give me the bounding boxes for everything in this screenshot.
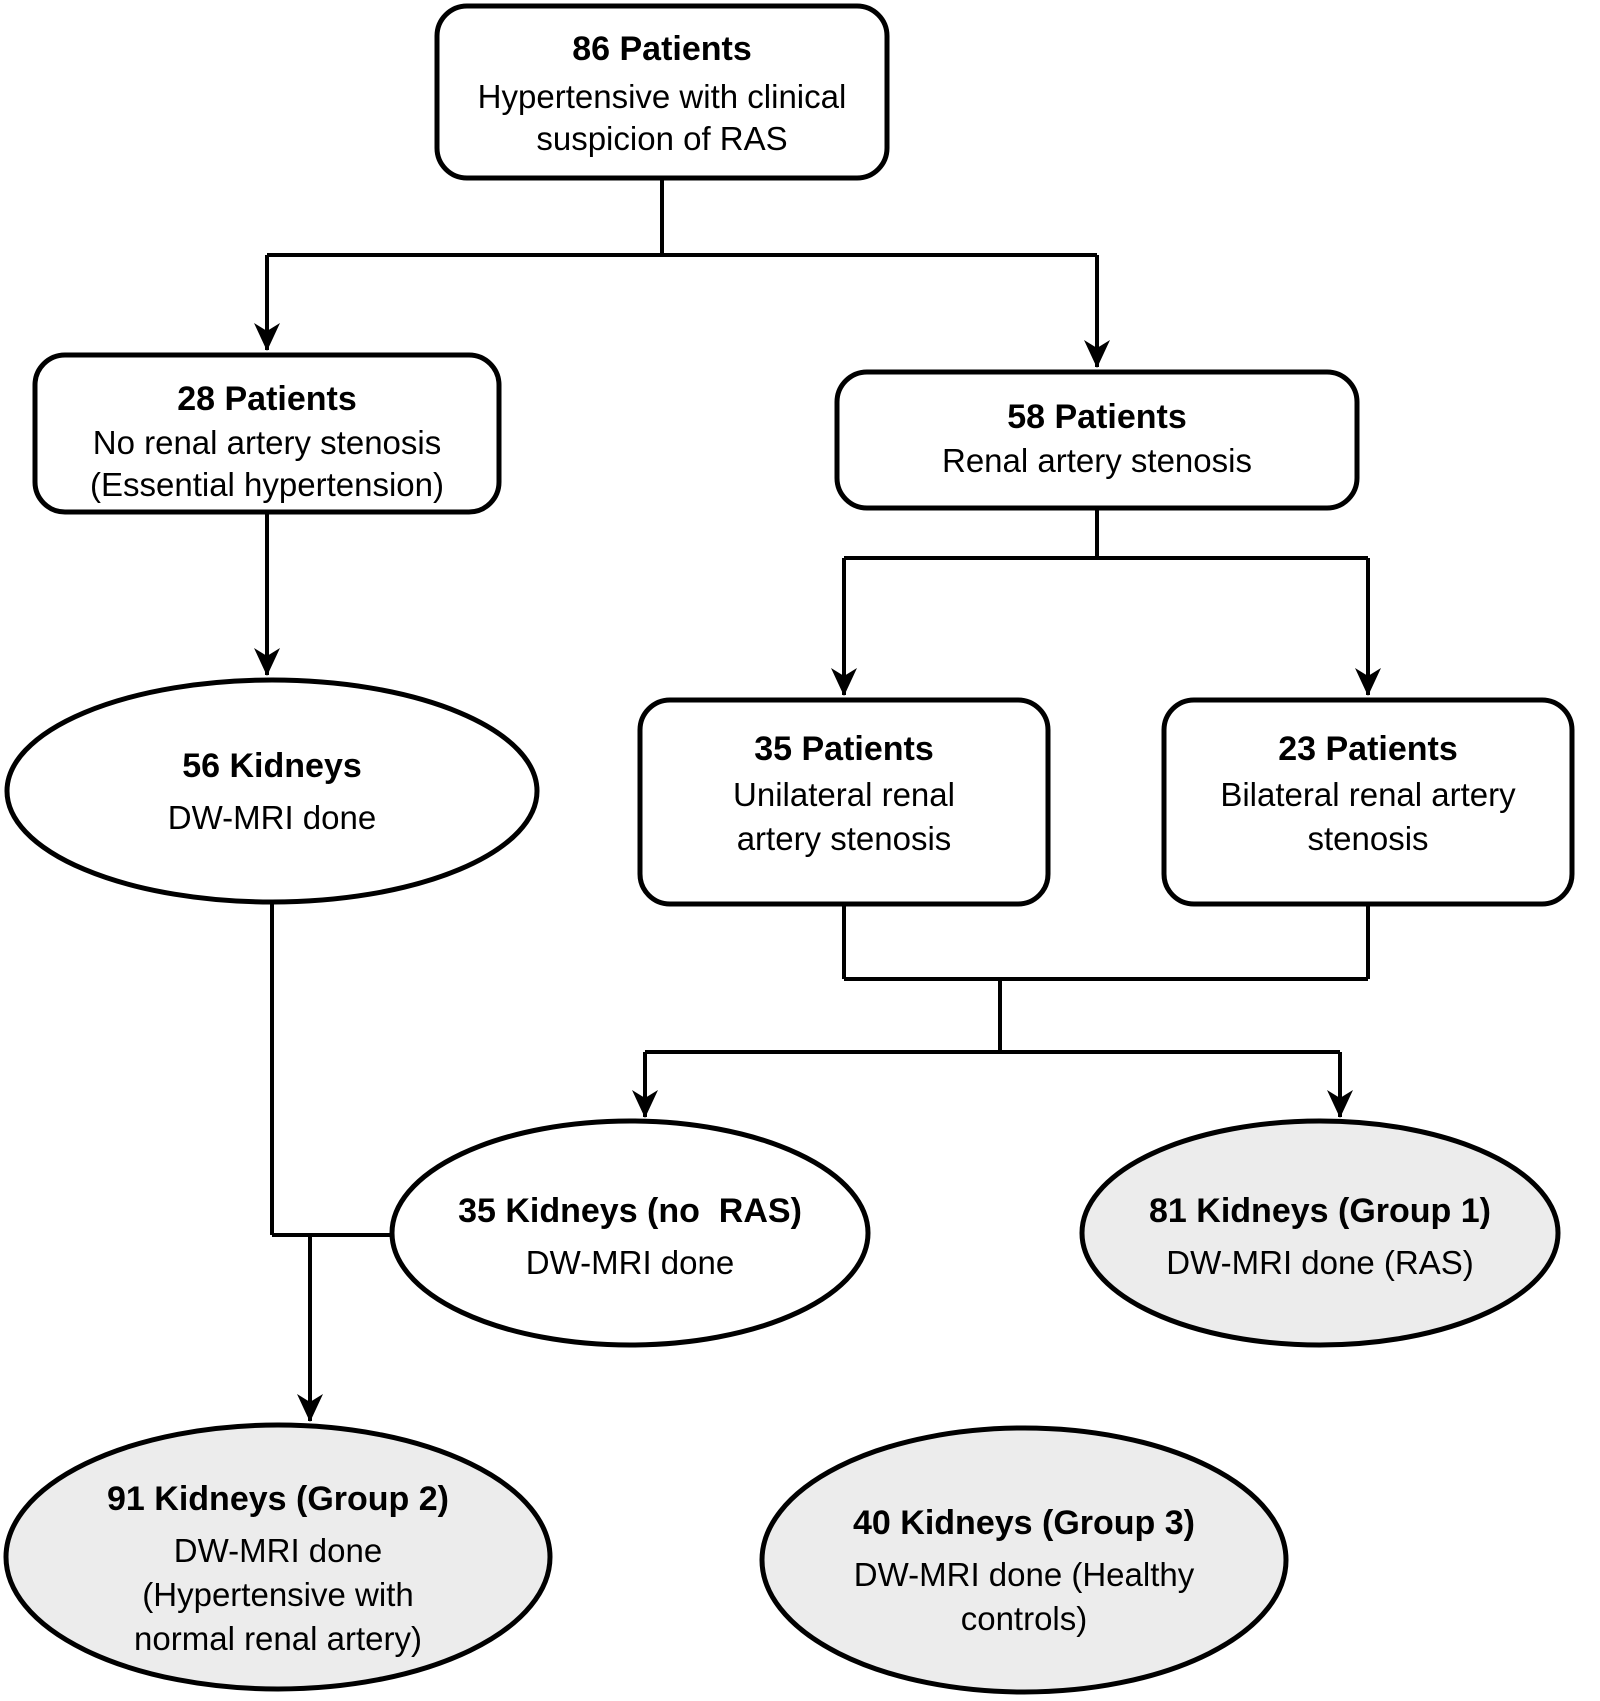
node-group-3-shape	[759, 1425, 1289, 1695]
node-28-patients-title: 28 Patients	[177, 380, 357, 418]
node-58-patients-shape	[834, 369, 1360, 511]
node-86-patients-line1: Hypertensive with clinical	[478, 78, 847, 115]
node-58-patients-title: 58 Patients	[1007, 398, 1187, 436]
node-35-patients-shape	[637, 697, 1051, 907]
node-35-patients-line1: Unilateral renal	[733, 776, 955, 813]
node-group-3: 40 Kidneys (Group 3) DW-MRI done (Health…	[759, 1425, 1289, 1695]
node-35-kidneys-no-ras-shape	[389, 1118, 871, 1348]
node-28-patients: 28 Patients No renal artery stenosis (Es…	[32, 352, 502, 515]
node-group-3-line1: DW-MRI done (Healthy	[854, 1556, 1195, 1593]
node-23-patients-shape	[1161, 697, 1575, 907]
node-56-kidneys-title: 56 Kidneys	[182, 747, 362, 785]
node-86-patients-line2: suspicion of RAS	[536, 120, 787, 157]
node-35-patients-title: 35 Patients	[754, 730, 934, 768]
connectors	[254, 178, 1381, 1422]
node-35-kidneys-no-ras: 35 Kidneys (no RAS) DW-MRI done	[389, 1118, 871, 1348]
node-58-patients: 58 Patients Renal artery stenosis	[834, 369, 1360, 511]
node-group-2-line1: DW-MRI done	[174, 1532, 382, 1569]
node-23-patients-title: 23 Patients	[1278, 730, 1458, 768]
node-35-kidneys-no-ras-line1: DW-MRI done	[526, 1244, 734, 1281]
node-28-patients-line1: No renal artery stenosis	[93, 424, 441, 461]
node-86-patients-title: 86 Patients	[572, 30, 752, 68]
node-23-patients-line1: Bilateral renal artery	[1220, 776, 1516, 813]
node-28-patients-line2: (Essential hypertension)	[90, 466, 444, 503]
node-group-3-title: 40 Kidneys (Group 3)	[853, 1504, 1195, 1542]
node-group-1: 81 Kidneys (Group 1) DW-MRI done (RAS)	[1079, 1118, 1561, 1348]
node-58-patients-line1: Renal artery stenosis	[942, 442, 1252, 479]
node-group-3-line2: controls)	[961, 1600, 1088, 1637]
node-56-kidneys: 56 Kidneys DW-MRI done	[4, 677, 540, 905]
node-35-patients: 35 Patients Unilateral renal artery sten…	[637, 697, 1051, 907]
node-23-patients-line2: stenosis	[1307, 820, 1428, 857]
node-group-2-line2: (Hypertensive with	[142, 1576, 413, 1613]
node-56-kidneys-shape	[4, 677, 540, 905]
node-23-patients: 23 Patients Bilateral renal artery steno…	[1161, 697, 1575, 907]
node-86-patients: 86 Patients Hypertensive with clinical s…	[434, 3, 890, 181]
node-group-2: 91 Kidneys (Group 2) DW-MRI done (Hypert…	[3, 1422, 553, 1692]
node-group-1-shape	[1079, 1118, 1561, 1348]
node-56-kidneys-line1: DW-MRI done	[168, 799, 376, 836]
node-35-patients-line2: artery stenosis	[737, 820, 952, 857]
node-group-2-title: 91 Kidneys (Group 2)	[107, 1480, 449, 1518]
node-group-1-line1: DW-MRI done (RAS)	[1166, 1244, 1473, 1281]
node-group-2-line3: normal renal artery)	[134, 1620, 422, 1657]
node-28-patients-shape	[32, 352, 502, 515]
node-group-2-shape	[3, 1422, 553, 1692]
node-group-1-title: 81 Kidneys (Group 1)	[1149, 1192, 1491, 1230]
node-35-kidneys-no-ras-title: 35 Kidneys (no RAS)	[458, 1192, 802, 1230]
node-86-patients-shape	[434, 3, 890, 181]
